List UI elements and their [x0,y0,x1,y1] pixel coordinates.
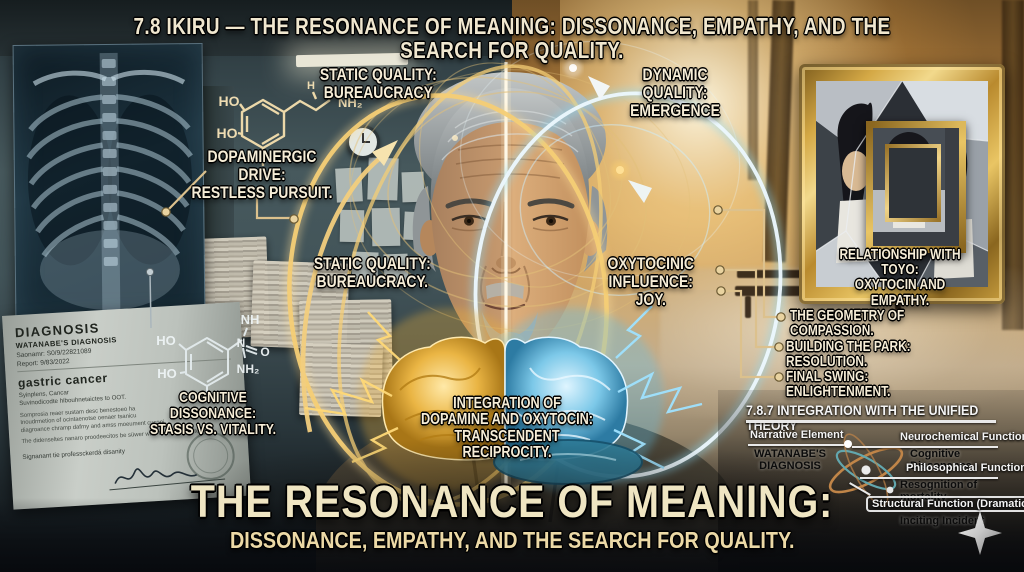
narrative-element-value: WATANABE'S DIAGNOSIS [754,448,826,472]
label-text: DOPAMINERGIC DRIVE: RESTLESS PURSUIT. [191,147,333,202]
atom-label: HO [219,93,240,109]
atom-label: HO [217,125,238,141]
label-geometry-compassion: THE GEOMETRY OF COMPASSION. [790,308,1010,340]
bottom-vignette [0,498,1024,572]
xray-gray-leader [149,271,152,329]
atom-label: HO [156,333,176,348]
label-building-park: BUILDING THE PARK: RESOLUTION. [786,339,1016,371]
page-title: 7.8 IKIRU — THE RESONANCE OF MEANING: DI… [0,14,1024,62]
leader-dots [161,205,786,382]
label-dopaminergic-drive: DOPAMINERGIC DRIVE: RESTLESS PURSUIT. [172,148,352,202]
label-final-swing: FINAL SWING: ENLIGHTENMENT. [786,369,1016,401]
label-static-quality-mid: STATIC QUALITY: BUREAUCRACY. [292,255,452,291]
label-text: DYNAMIC QUALITY: EMERGENCE [630,65,720,120]
leader-lines [165,170,778,379]
label-text: THE GEOMETRY OF COMPASSION. [790,308,905,340]
page-title-text: 7.8 IKIRU — THE RESONANCE OF MEANING: DI… [133,13,891,64]
title-underline [746,420,996,423]
dopamine-structure: HO HO H NH₂ [217,80,363,166]
row-heading: Structural Function (Dramatica) [866,496,1024,512]
toyo-kaleidoscope-picture [816,81,988,287]
row-heading: Neurochemical Function [900,431,1024,443]
atom-label: H [307,80,315,92]
row-heading: Philosophical Function [906,462,1024,474]
row-value: Cognitive Dissonance [910,448,972,472]
label-text: COGNITIVE DISSONANCE: STASIS VS. VITALIT… [150,389,276,438]
nested-gold-frame [866,121,966,253]
label-cognitive-dissonance: COGNITIVE DISSONANCE: STASIS VS. VITALIT… [118,390,308,437]
row-line [852,446,998,448]
label-oxytocinic-influence: OXYTOCINIC INFLUENCE: JOY. [571,255,731,309]
atom-label: O [260,345,269,359]
narrative-element-heading: Narrative Element [750,429,844,441]
atom-label: NH [241,312,260,327]
row-value: Resognition of mortality [900,479,977,503]
label-text: DISSONANCE, EMPATHY, AND THE SEARCH FOR … [229,527,795,553]
row-value: Inciting Incident [900,515,985,527]
nested-gold-frame-inner [885,144,941,222]
footer-subtitle: DISSONANCE, EMPATHY, AND THE SEARCH FOR … [0,528,1024,552]
label-relationship-toyo: RELATIONSHIP WITH TOYO: OXYTOCIN AND EMP… [810,247,990,309]
label-text: STATIC QUALITY: BUREAUCRACY. [313,254,431,291]
footer-title: THE RESONANCE OF MEANING: [0,476,1024,527]
label-text: OXYTOCINIC INFLUENCE: JOY. [607,254,695,309]
four-point-star-icon [958,511,1002,555]
atom-label: NH₂ [237,362,260,376]
oxytocin-structure: HO HO NH N O NH₂ [156,312,270,400]
gray-dot [145,267,155,277]
label-text: FINAL SWING: ENLIGHTENMENT. [786,369,891,401]
atom-icon [828,433,904,507]
clock-hand [362,133,364,143]
tree-trunk [748,0,758,180]
label-text: BUILDING THE PARK: RESOLUTION. [786,339,911,371]
atom-label: HO [157,366,177,381]
atom-label: NH₂ [338,95,363,110]
label-text: INTEGRATION OF DOPAMINE AND OXYTOCIN: TR… [420,395,594,461]
tree-trunk [1002,0,1024,330]
heading-underline [748,444,847,446]
clock-hand [362,141,370,143]
bench-leg [745,296,751,318]
label-text: RELATIONSHIP WITH TOYO: OXYTOCIN AND EMP… [839,247,961,309]
toyo-frame [799,64,1005,304]
row-line [860,477,998,479]
label-integration: INTEGRATION OF DOPAMINE AND OXYTOCIN: TR… [392,395,622,461]
bench-leg [895,296,901,318]
split-light-line [502,60,510,488]
label-text: STATIC QUALITY: BUREAUCRACY [319,65,437,102]
label-text: THE RESONANCE OF MEANING: [190,476,834,527]
chest-xray-image [12,43,206,323]
flow-arrows [300,59,652,433]
label-static-quality-top: STATIC QUALITY: BUREAUCRACY [298,66,458,102]
label-dynamic-quality: DYNAMIC QUALITY: EMERGENCE [595,66,755,120]
xray-anatomy [26,52,193,316]
atom-label: N [237,336,246,350]
